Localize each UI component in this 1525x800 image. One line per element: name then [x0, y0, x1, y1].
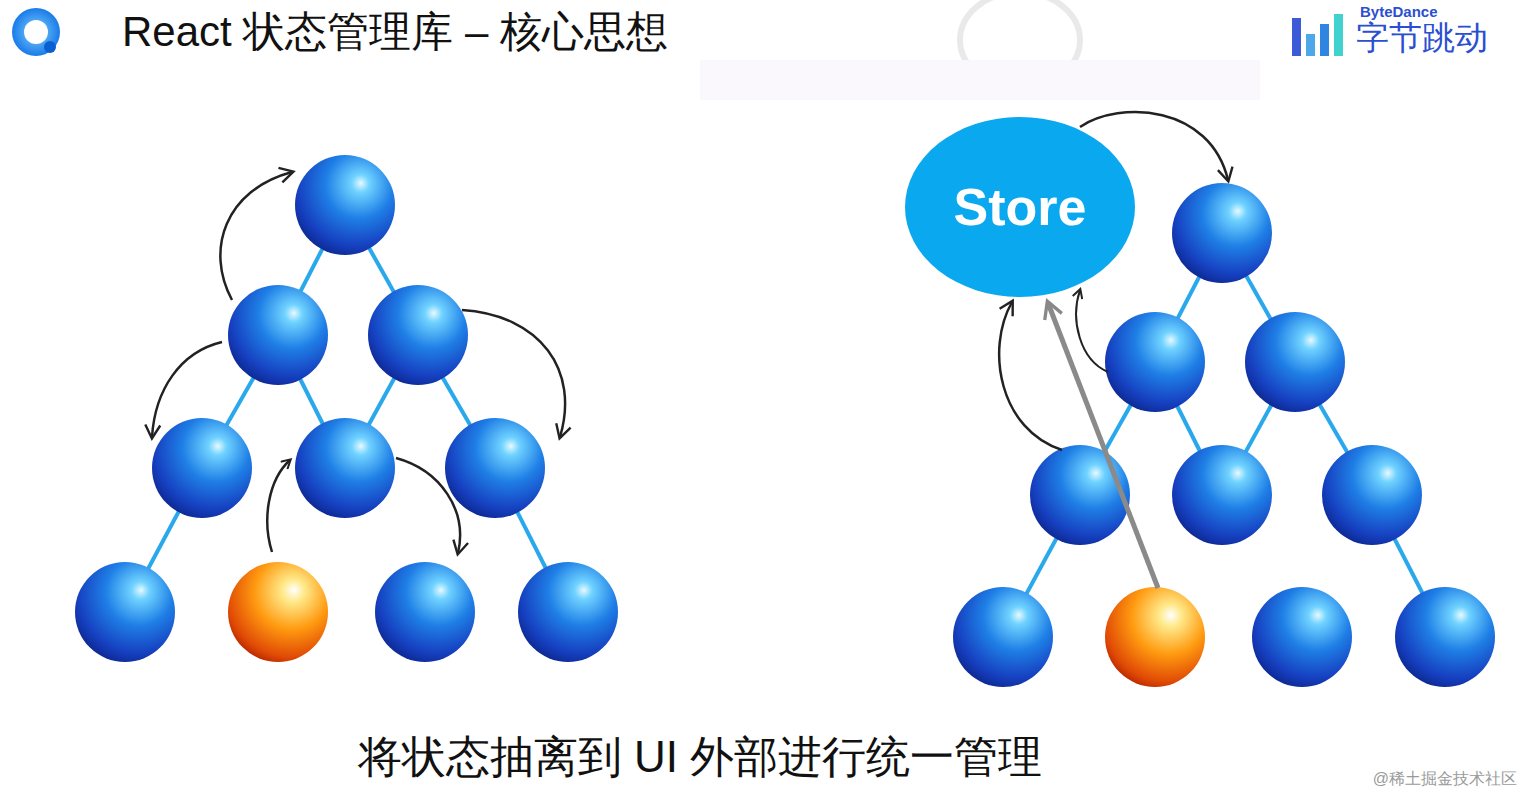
ellipse-shape: [905, 117, 1135, 297]
state-ball: [1105, 587, 1205, 687]
store-arrow: [999, 302, 1062, 450]
component-ball: [228, 285, 328, 385]
header-decoration: [700, 0, 1260, 100]
flow-arrow: [267, 460, 290, 552]
flow-arrow: [462, 310, 565, 437]
flow-arrow: [220, 172, 292, 300]
decoration-band: [700, 60, 1260, 100]
logo-bar: [1292, 18, 1301, 56]
component-ball: [295, 418, 395, 518]
logo-bar: [1334, 14, 1343, 56]
watermark: @稀土掘金技术社区: [1373, 770, 1517, 788]
store-ellipse: Store: [905, 117, 1135, 297]
component-ball: [445, 418, 545, 518]
app-logo: [12, 8, 60, 56]
component-ball: [1252, 587, 1352, 687]
component-ball: [295, 155, 395, 255]
store-arrow: [1076, 290, 1108, 372]
node-label: Store: [954, 177, 1087, 237]
logo-bar: [1306, 34, 1315, 56]
flow-arrows: [152, 172, 565, 553]
component-ball: [1172, 445, 1272, 545]
logo-hole: [24, 20, 48, 44]
component-ball: [953, 587, 1053, 687]
store-arrow: [1048, 303, 1158, 588]
slide-caption: 将状态抽离到 UI 外部进行统一管理: [0, 732, 1400, 783]
logo-ring: [12, 8, 60, 56]
component-ball: [152, 418, 252, 518]
logo-bar: [1320, 24, 1329, 56]
component-ball: [1172, 183, 1272, 283]
tree-lines: [125, 205, 568, 612]
flow-arrow: [152, 342, 222, 437]
component-ball: [1395, 587, 1495, 687]
tree-balls: [75, 155, 618, 662]
brand-name: 字节跳动: [1356, 19, 1488, 57]
bytedance-logo: [1292, 14, 1343, 56]
component-ball: [368, 285, 468, 385]
component-ball: [1105, 312, 1205, 412]
component-ball: [75, 562, 175, 662]
state-ball: [228, 562, 328, 662]
brand-name: ByteDance: [1360, 3, 1438, 20]
flow-arrow: [396, 458, 460, 553]
component-ball: [518, 562, 618, 662]
logo-dot: [44, 41, 56, 53]
component-ball: [1322, 445, 1422, 545]
slide-title: React 状态管理库 – 核心思想: [122, 8, 668, 56]
component-ball: [375, 562, 475, 662]
component-ball: [1030, 445, 1130, 545]
tree-lines: [1003, 233, 1445, 637]
component-ball: [1245, 312, 1345, 412]
